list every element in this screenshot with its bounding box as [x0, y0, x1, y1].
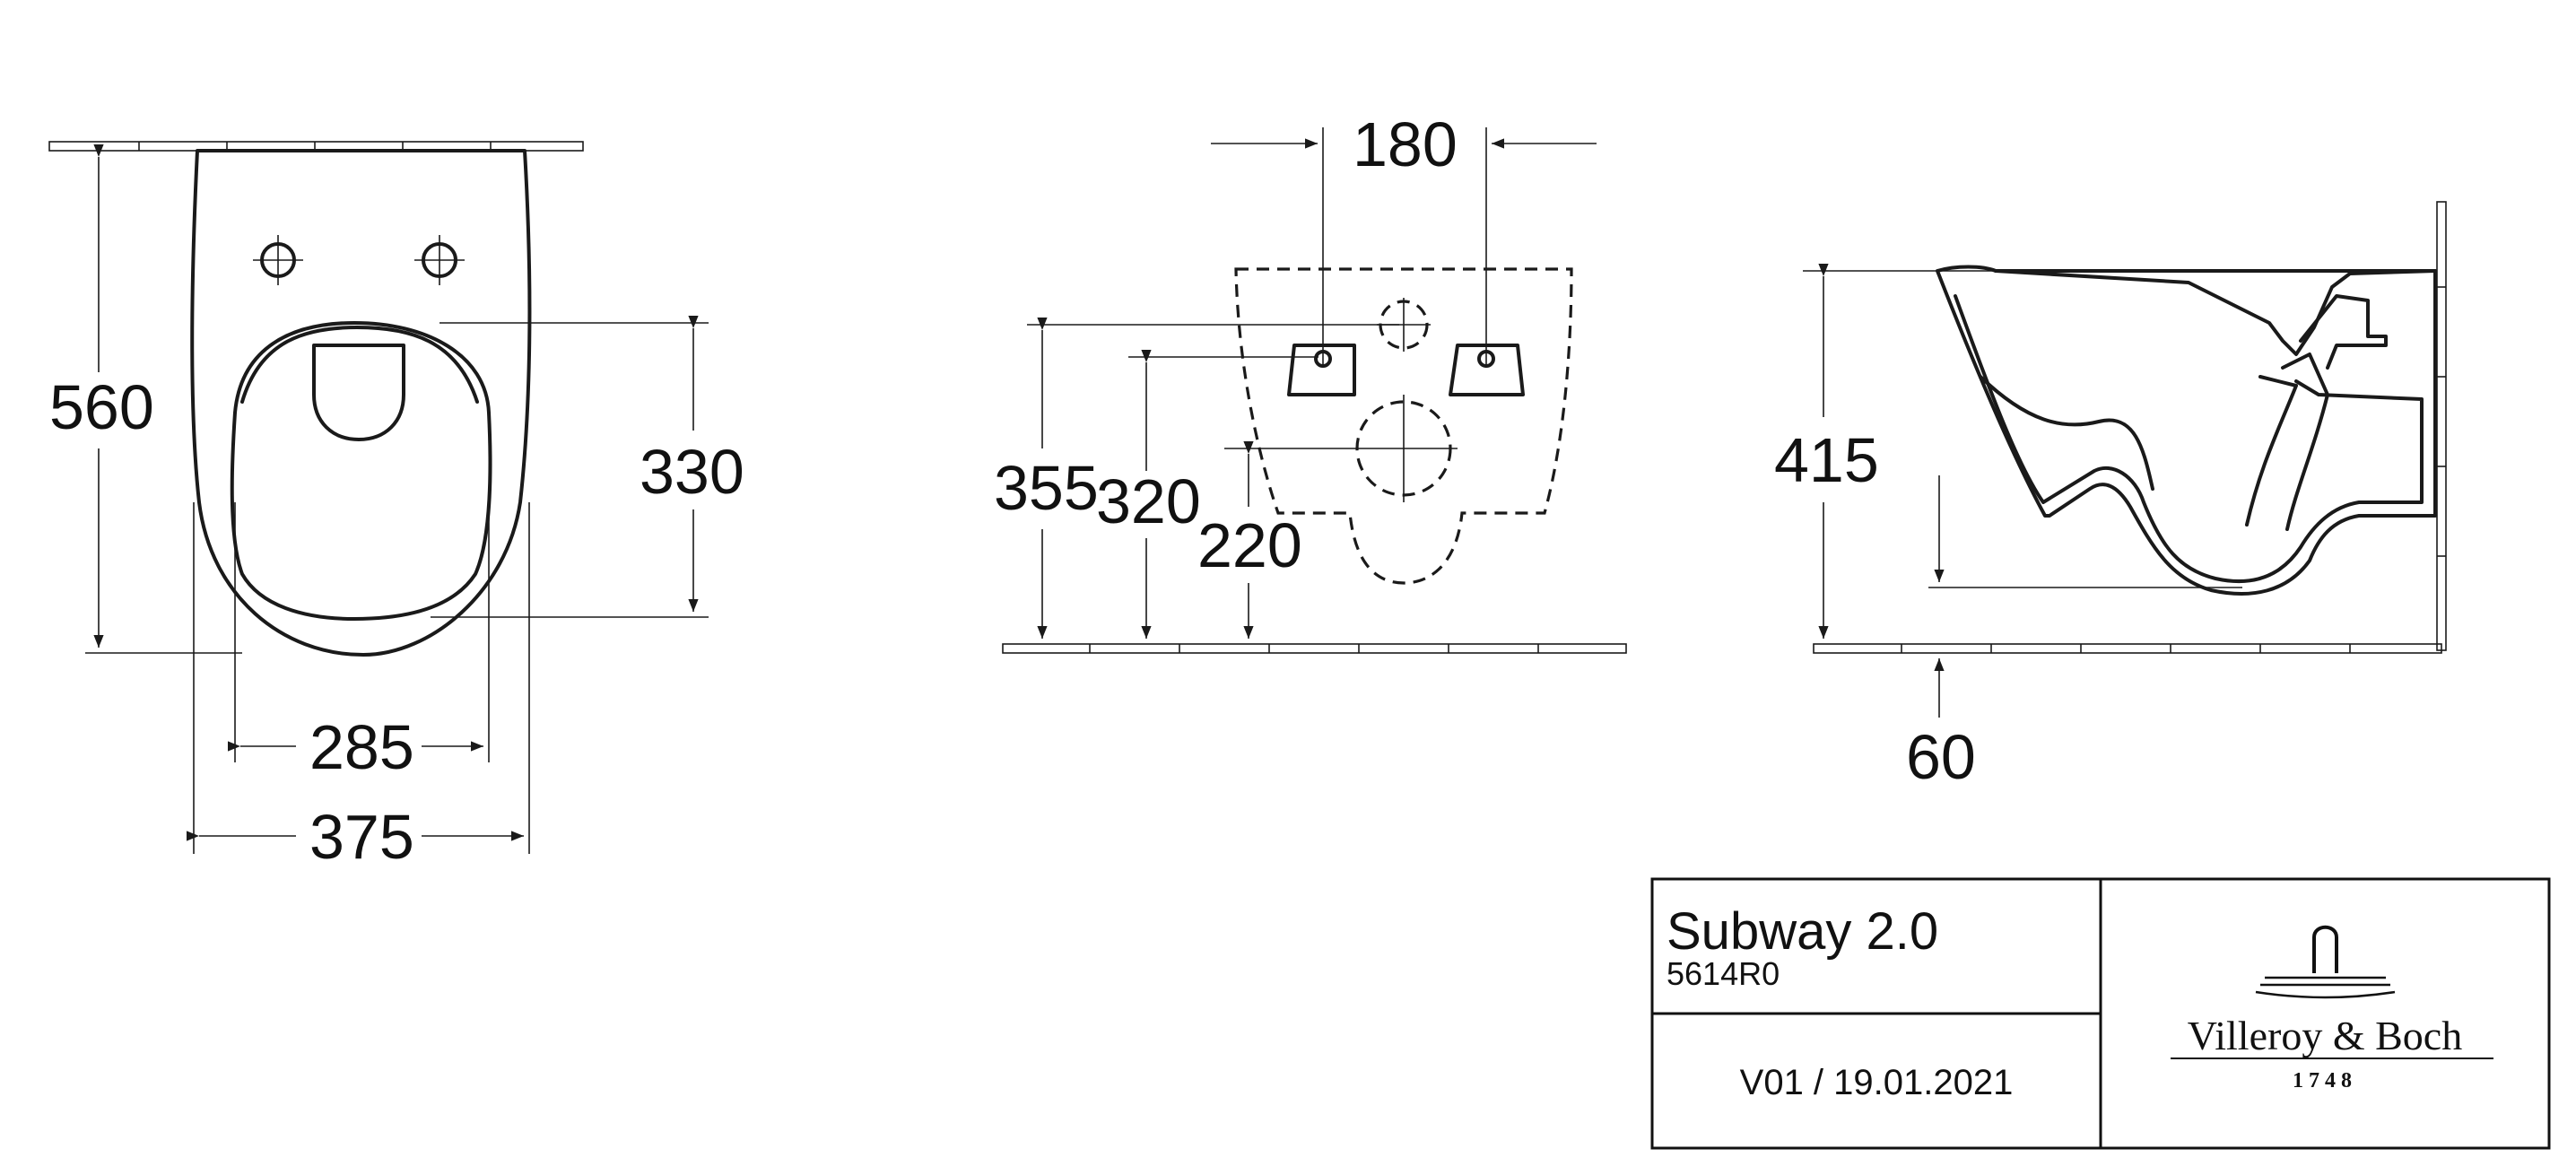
dim-width-375: 375: [309, 802, 414, 872]
outlet-dashed: [1350, 395, 1458, 502]
bolt-bracket-left: [1287, 344, 1356, 396]
dim-height-320: 320: [1096, 466, 1201, 536]
bowl-outline-top: [190, 149, 532, 657]
dim-bolt-spacing-180: 180: [1353, 109, 1458, 179]
flush-opening: [312, 344, 405, 441]
version-date: V01 / 19.01.2021: [1740, 1063, 2014, 1102]
side-view: 415 60: [1774, 201, 2447, 792]
trap-inner-line: [1979, 375, 2154, 491]
dim-height-220: 220: [1197, 510, 1302, 580]
rim-top-profile: [1994, 269, 2437, 356]
rim-bracket-profile: [2299, 294, 2388, 370]
seat-rim-arc: [240, 326, 479, 404]
dim-height-560: 560: [49, 372, 154, 442]
dim-length-330: 330: [640, 437, 744, 507]
top-view: 560 330 285 375: [48, 141, 744, 872]
dim-height-355: 355: [994, 453, 1099, 523]
bowl-inner-side: [1954, 294, 2424, 584]
dim-outlet-60: 60: [1906, 722, 1976, 792]
article-number: 5614R0: [1667, 955, 1780, 992]
dim-rim-height-415: 415: [1774, 425, 1879, 495]
dim-width-285: 285: [309, 712, 414, 782]
brand-name: Villeroy & Boch: [2188, 1013, 2462, 1058]
villeroy-boch-logo-icon: [2255, 925, 2396, 999]
fixing-hole-left-icon: [253, 235, 303, 285]
bowl-outline-side: [1936, 265, 2437, 596]
title-block: Subway 2.0 5614R0 V01 / 19.01.2021 Ville…: [1650, 877, 2551, 1150]
product-name: Subway 2.0: [1667, 902, 1938, 961]
floor-strip-side: [1813, 643, 2442, 654]
wall-strip-side: [2436, 201, 2447, 651]
back-outline-dashed: [1234, 267, 1573, 585]
outlet-pipe: [2245, 352, 2329, 531]
floor-strip-front: [1002, 643, 1627, 654]
fixing-hole-right-icon: [414, 235, 465, 285]
brand-founded-year: 1748: [2293, 1069, 2357, 1092]
front-view: 180 355 320 220: [994, 109, 1627, 654]
seat-inner-outline: [230, 321, 492, 621]
